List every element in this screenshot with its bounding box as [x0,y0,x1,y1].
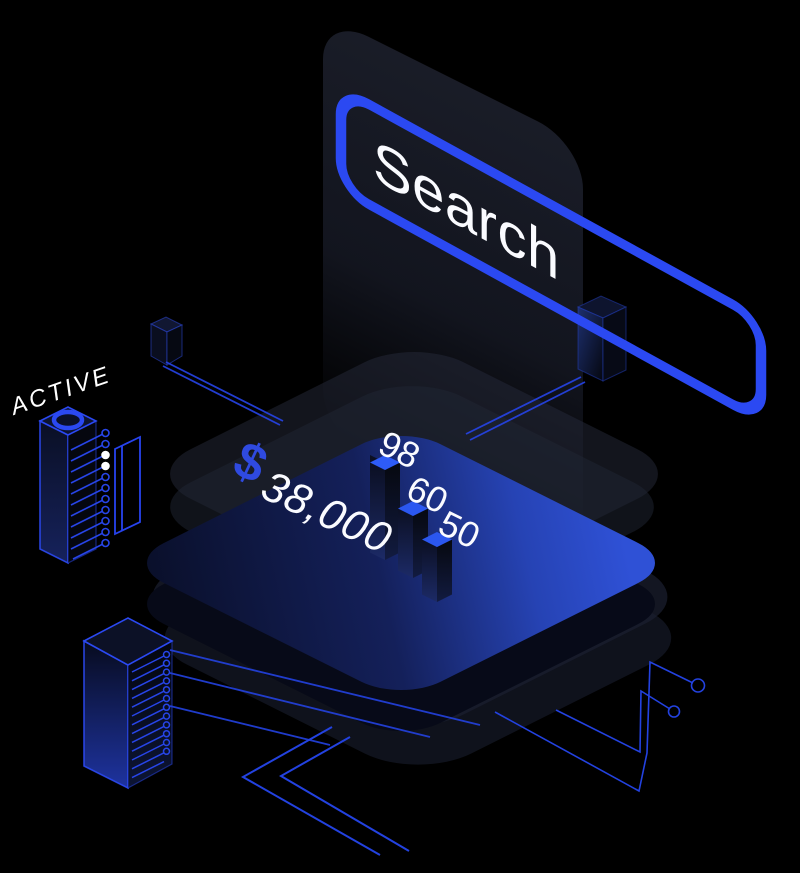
bar-50 [422,532,452,602]
bar-98 [370,455,400,560]
chevron-traces [240,726,410,856]
circuit-trace-right-top [465,376,586,441]
circuit-trace-left-top [162,361,284,426]
circuit-traces-server [169,649,481,746]
bar-60 [398,501,428,578]
bar-chart: 98 60 50 [370,422,486,602]
mini-cube-left [149,316,184,366]
tower-side-panel-outline [114,435,141,536]
server-rungs [131,650,171,779]
tower-port-ring [51,409,85,431]
server-tower [82,617,174,790]
active-tower [38,406,141,565]
circuit-traces-right [494,660,706,793]
tower-rungs [70,428,110,560]
search-bar-border [335,94,767,415]
